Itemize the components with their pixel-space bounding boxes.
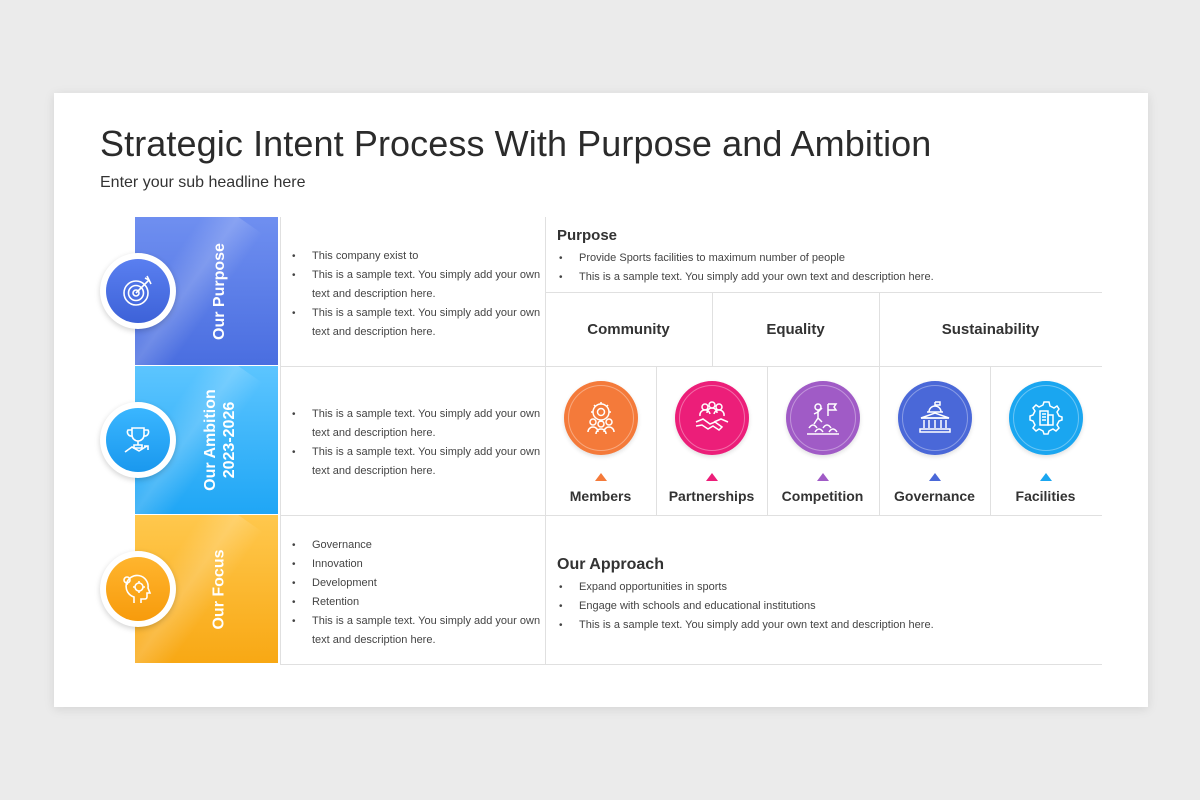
value-equality: Equality [766, 321, 825, 338]
list-item: This is a sample text. You simply add yo… [557, 268, 1117, 287]
list-item: Retention [290, 593, 550, 612]
band-label-ambition: Our Ambition 2023-2026 [201, 389, 238, 491]
approach-heading: Our Approach [557, 556, 664, 573]
purpose-statement-list: Provide Sports facilities to maximum num… [557, 249, 1117, 287]
pillar-governance: Governance [879, 366, 990, 515]
list-item: This is a sample text. You simply add yo… [290, 443, 550, 481]
page-title: Strategic Intent Process With Purpose an… [100, 123, 932, 164]
approach-list: Expand opportunities in sports Engage wi… [557, 578, 1117, 635]
list-item: Governance [290, 536, 550, 555]
governance-badge [898, 381, 972, 455]
value-community: Community [587, 321, 670, 338]
pillar-label-competition: Competition [781, 488, 864, 504]
slide: Strategic Intent Process With Purpose an… [54, 93, 1148, 707]
pillar-label-members: Members [569, 488, 632, 504]
list-item: This is a sample text. You simply add yo… [290, 612, 550, 650]
band-label-focus: Our Focus [210, 548, 228, 630]
pillar-label-partnerships: Partnerships [668, 488, 755, 504]
divider [280, 515, 1102, 516]
divider [767, 366, 768, 515]
handshake-icon [695, 401, 729, 431]
list-item: This is a sample text. You simply add yo… [290, 266, 550, 304]
value-sustainability: Sustainability [941, 321, 1040, 338]
head-idea-icon [123, 574, 152, 603]
divider [280, 217, 281, 664]
list-item: Development [290, 574, 550, 593]
divider [879, 292, 880, 366]
page-subtitle: Enter your sub headline here [100, 174, 306, 191]
list-item: Provide Sports facilities to maximum num… [557, 249, 1117, 268]
pillar-competition: Competition [767, 366, 878, 515]
list-item: This is a sample text. You simply add yo… [290, 304, 550, 342]
focus-bullets: Governance Innovation Development Retent… [290, 536, 550, 650]
ambition-icon-badge [100, 402, 176, 478]
trophy-icon [124, 427, 150, 453]
divider [990, 366, 991, 515]
list-item: This is a sample text. You simply add yo… [557, 616, 1117, 635]
pillar-label-governance: Governance [894, 488, 975, 504]
partnerships-badge [675, 381, 749, 455]
pillar-members: Members [545, 366, 656, 515]
group-gear-icon [587, 402, 615, 435]
competition-badge [786, 381, 860, 455]
list-item: This is a sample text. You simply add yo… [290, 405, 550, 443]
pillar-partnerships: Partnerships [656, 366, 767, 515]
purpose-bullets: This company exist to This is a sample t… [290, 247, 550, 342]
facility-gear-icon [1029, 401, 1063, 435]
divider [545, 292, 1102, 293]
government-building-icon [919, 401, 951, 433]
purpose-heading: Purpose [557, 227, 618, 244]
pointer-triangle [817, 473, 829, 481]
focus-icon-badge [100, 551, 176, 627]
competition-icon [807, 403, 839, 435]
pointer-triangle [706, 473, 718, 481]
list-item: This company exist to [290, 247, 550, 266]
purpose-icon-badge [100, 253, 176, 329]
ambition-bullets: This is a sample text. You simply add yo… [290, 405, 550, 481]
pointer-triangle [1040, 473, 1052, 481]
divider [712, 292, 713, 366]
divider [280, 664, 1102, 665]
list-item: Expand opportunities in sports [557, 578, 1117, 597]
pointer-triangle [929, 473, 941, 481]
target-icon [123, 275, 152, 306]
band-label-purpose: Our Purpose [211, 242, 228, 340]
divider [656, 366, 657, 515]
members-badge [564, 381, 638, 455]
list-item: Engage with schools and educational inst… [557, 597, 1117, 616]
pillar-label-facilities: Facilities [1015, 488, 1076, 504]
pointer-triangle [595, 473, 607, 481]
divider [280, 366, 1102, 367]
facilities-badge [1009, 381, 1083, 455]
list-item: Innovation [290, 555, 550, 574]
divider [879, 366, 880, 515]
pillar-facilities: Facilities [990, 366, 1101, 515]
